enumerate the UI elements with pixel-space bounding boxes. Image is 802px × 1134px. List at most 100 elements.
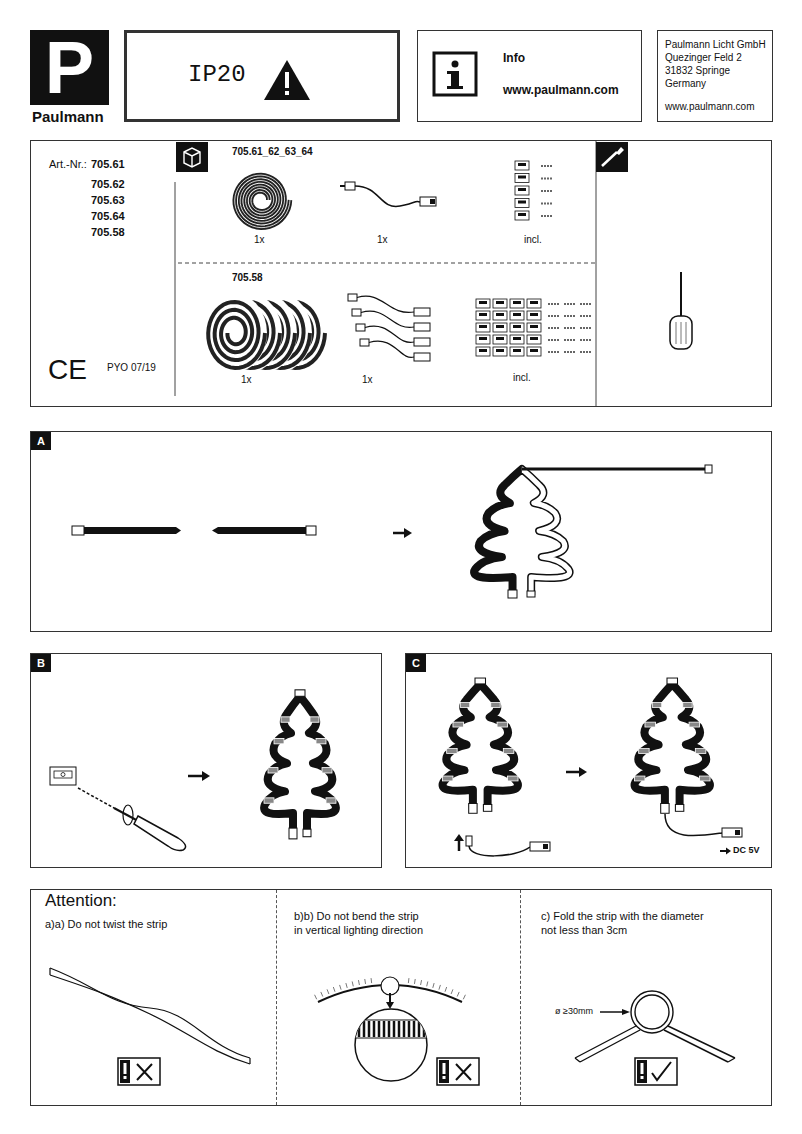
clip-pack <box>513 301 521 304</box>
clip-pack <box>530 301 538 304</box>
info-box: Info www.paulmann.com <box>417 30 642 122</box>
arrow <box>202 771 210 781</box>
tool-icon <box>616 147 624 155</box>
fold-loop <box>600 1011 623 1013</box>
clip-pack <box>527 311 541 320</box>
clip-pack <box>541 190 553 192</box>
logo: PPaulmann <box>30 28 113 130</box>
fold-loop <box>575 991 735 1062</box>
clip-pack <box>564 327 576 329</box>
quantity: 1x <box>362 374 373 386</box>
voltage-label: DC 5V <box>733 845 760 856</box>
step-panel: B <box>30 653 382 868</box>
strip-band <box>428 1021 431 1037</box>
screwdriver <box>676 322 686 344</box>
clip-pack <box>527 299 541 308</box>
tree-strip <box>474 465 712 598</box>
clip-pack <box>510 347 524 356</box>
bend-arc <box>350 1020 432 1038</box>
clip-pack <box>496 325 504 328</box>
usb-cable <box>357 296 414 312</box>
box-icon <box>184 148 200 167</box>
clip-pack <box>518 188 526 191</box>
box-icon <box>176 142 208 172</box>
strip-band <box>350 1020 432 1038</box>
mounting-clip <box>123 805 133 825</box>
tree-strip <box>527 591 535 597</box>
twisted-strip <box>50 968 250 1064</box>
attention-heading: Attention: <box>45 891 117 911</box>
twisted-strip <box>50 975 250 1064</box>
bend-arc <box>333 987 335 992</box>
clip-pack <box>548 303 560 305</box>
clip-pack <box>515 174 529 183</box>
quantity: incl. <box>524 234 542 246</box>
usb-cable <box>414 308 430 316</box>
strip-piece <box>72 526 316 535</box>
clip-pack <box>548 327 560 329</box>
info-heading: Info <box>503 51 525 65</box>
usb-cable <box>530 842 550 851</box>
article-number: 705.61 <box>91 158 125 171</box>
clip-pack <box>530 349 538 352</box>
clip-pack <box>564 303 576 305</box>
quantity: 1x <box>241 374 252 386</box>
bend-arc <box>463 995 465 1000</box>
tree-strip <box>522 468 706 471</box>
strip-band <box>368 1021 371 1037</box>
clip-pack <box>510 323 524 332</box>
strip-band <box>363 1021 366 1037</box>
clip-pack <box>513 325 521 328</box>
panel-divider <box>596 140 597 407</box>
strip-coil <box>203 294 267 372</box>
attention-panel: Attention:a)a) Do not twist the stripb)b… <box>30 889 772 1106</box>
strip-piece <box>212 527 218 534</box>
usb-cable <box>348 294 357 301</box>
info-icon <box>452 61 459 68</box>
usb-cable <box>543 844 548 849</box>
screwdriver <box>670 272 692 349</box>
clip-pack <box>564 315 576 317</box>
clip-pack <box>496 313 504 316</box>
mounting-clip <box>54 771 72 778</box>
website: www.paulmann.com <box>665 101 754 113</box>
usb-cable <box>365 326 414 342</box>
strip-band <box>398 1021 401 1037</box>
panel-divider <box>175 182 176 396</box>
clip-pack <box>513 349 521 352</box>
bend-arc <box>386 1002 394 1009</box>
fold-loop <box>575 1026 640 1062</box>
arrow <box>188 528 587 781</box>
clip-pack <box>518 176 526 179</box>
usb-cable <box>735 830 740 835</box>
arrow <box>404 528 412 538</box>
bend-arc <box>420 980 422 985</box>
clip-pack <box>515 199 529 208</box>
clip-pack <box>548 315 560 317</box>
usb-cable <box>361 311 414 327</box>
usb-cable <box>340 185 345 187</box>
bend-arc <box>457 992 459 997</box>
strip-band <box>358 1021 361 1037</box>
usb-cable <box>345 182 355 190</box>
clip-pack <box>515 161 529 170</box>
clip-pack <box>580 351 592 353</box>
clip-pack <box>580 327 592 329</box>
bend-arc <box>445 987 447 992</box>
production-code: PYO 07/19 <box>107 362 156 374</box>
bend-arc <box>321 992 323 997</box>
fold-loop <box>664 1026 735 1062</box>
strip-band <box>383 1021 386 1037</box>
clip-pack <box>513 313 521 316</box>
protection-box: IP20 <box>124 30 400 122</box>
panel-tab: A <box>31 432 51 450</box>
panel-tab: C <box>406 654 426 672</box>
tree-strip <box>474 469 569 595</box>
website: www.paulmann.com <box>503 83 619 97</box>
fold-loop <box>635 995 669 1029</box>
usb-cable <box>352 309 361 316</box>
usb-cable <box>414 353 430 361</box>
tree-strip <box>264 690 336 839</box>
usb-cable <box>360 339 369 346</box>
warning-triangle <box>285 91 289 95</box>
